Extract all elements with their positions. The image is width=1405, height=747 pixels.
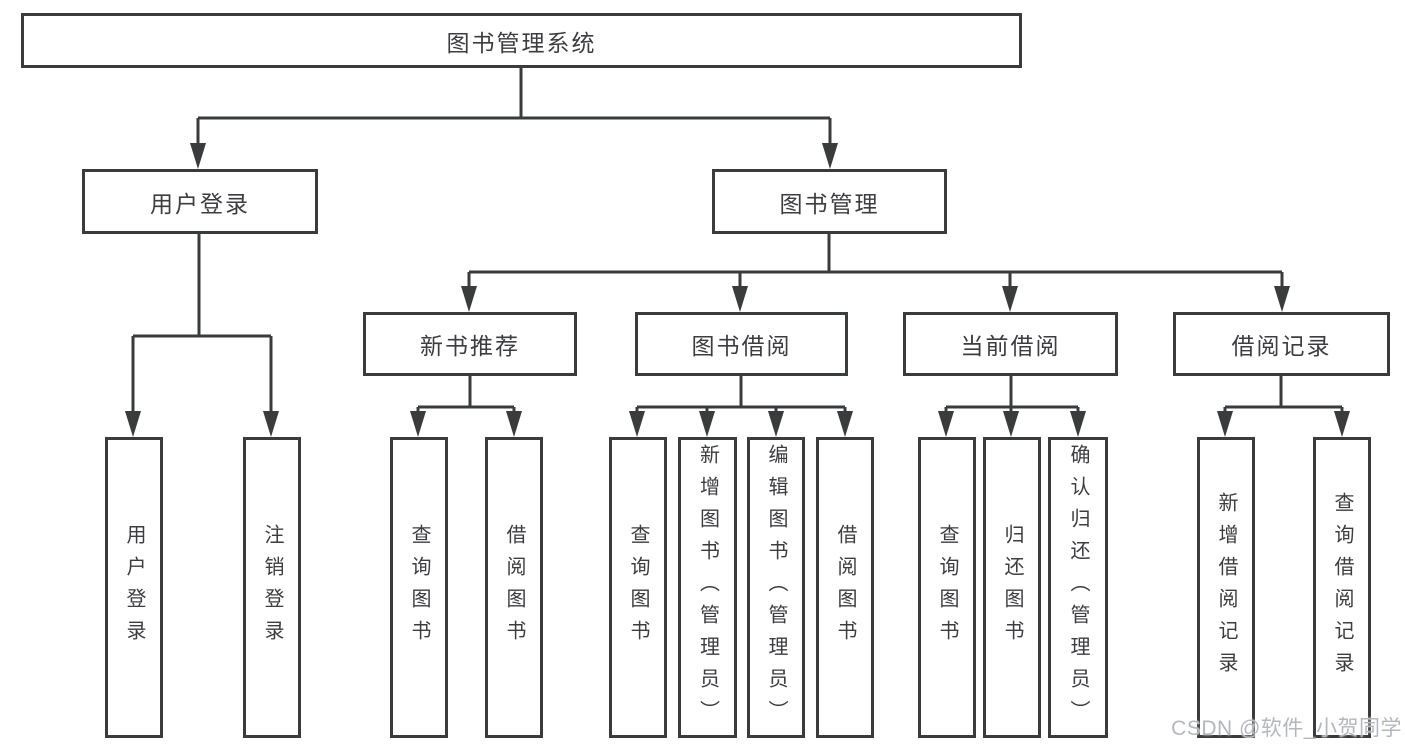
leaf-query-books-borrow: 查询图书 bbox=[609, 437, 667, 738]
node-root: 图书管理系统 bbox=[21, 13, 1022, 68]
node-user-login: 用户登录 bbox=[82, 169, 318, 234]
leaf-borrow-books: 借阅图书 bbox=[816, 437, 874, 738]
leaf-return-book: 归还图书 bbox=[983, 437, 1041, 738]
leaf-confirm-return-admin: 确认归还（管理员） bbox=[1048, 437, 1108, 738]
csdn-watermark: CSDN @软件_小贺同学 bbox=[1171, 717, 1402, 740]
node-book-management: 图书管理 bbox=[712, 169, 947, 234]
leaf-add-book-admin: 新增图书（管理员） bbox=[678, 437, 737, 738]
node-book-borrow: 图书借阅 bbox=[635, 312, 848, 376]
leaf-query-borrow-record: 查询借阅记录 bbox=[1313, 437, 1371, 738]
node-current-borrow: 当前借阅 bbox=[903, 312, 1118, 376]
leaf-user-login: 用户登录 bbox=[105, 437, 163, 738]
leaf-add-borrow-record: 新增借阅记录 bbox=[1197, 437, 1255, 738]
leaf-query-books-recommend: 查询图书 bbox=[390, 437, 448, 738]
node-new-book-recommend: 新书推荐 bbox=[363, 312, 577, 376]
leaf-borrow-books-recommend: 借阅图书 bbox=[485, 437, 543, 738]
arrowhead-icons bbox=[125, 143, 1350, 437]
leaf-query-books-current: 查询图书 bbox=[918, 437, 976, 738]
node-borrow-records: 借阅记录 bbox=[1173, 312, 1390, 376]
leaf-edit-book-admin: 编辑图书（管理员） bbox=[747, 437, 805, 738]
leaf-logout: 注销登录 bbox=[243, 437, 301, 738]
